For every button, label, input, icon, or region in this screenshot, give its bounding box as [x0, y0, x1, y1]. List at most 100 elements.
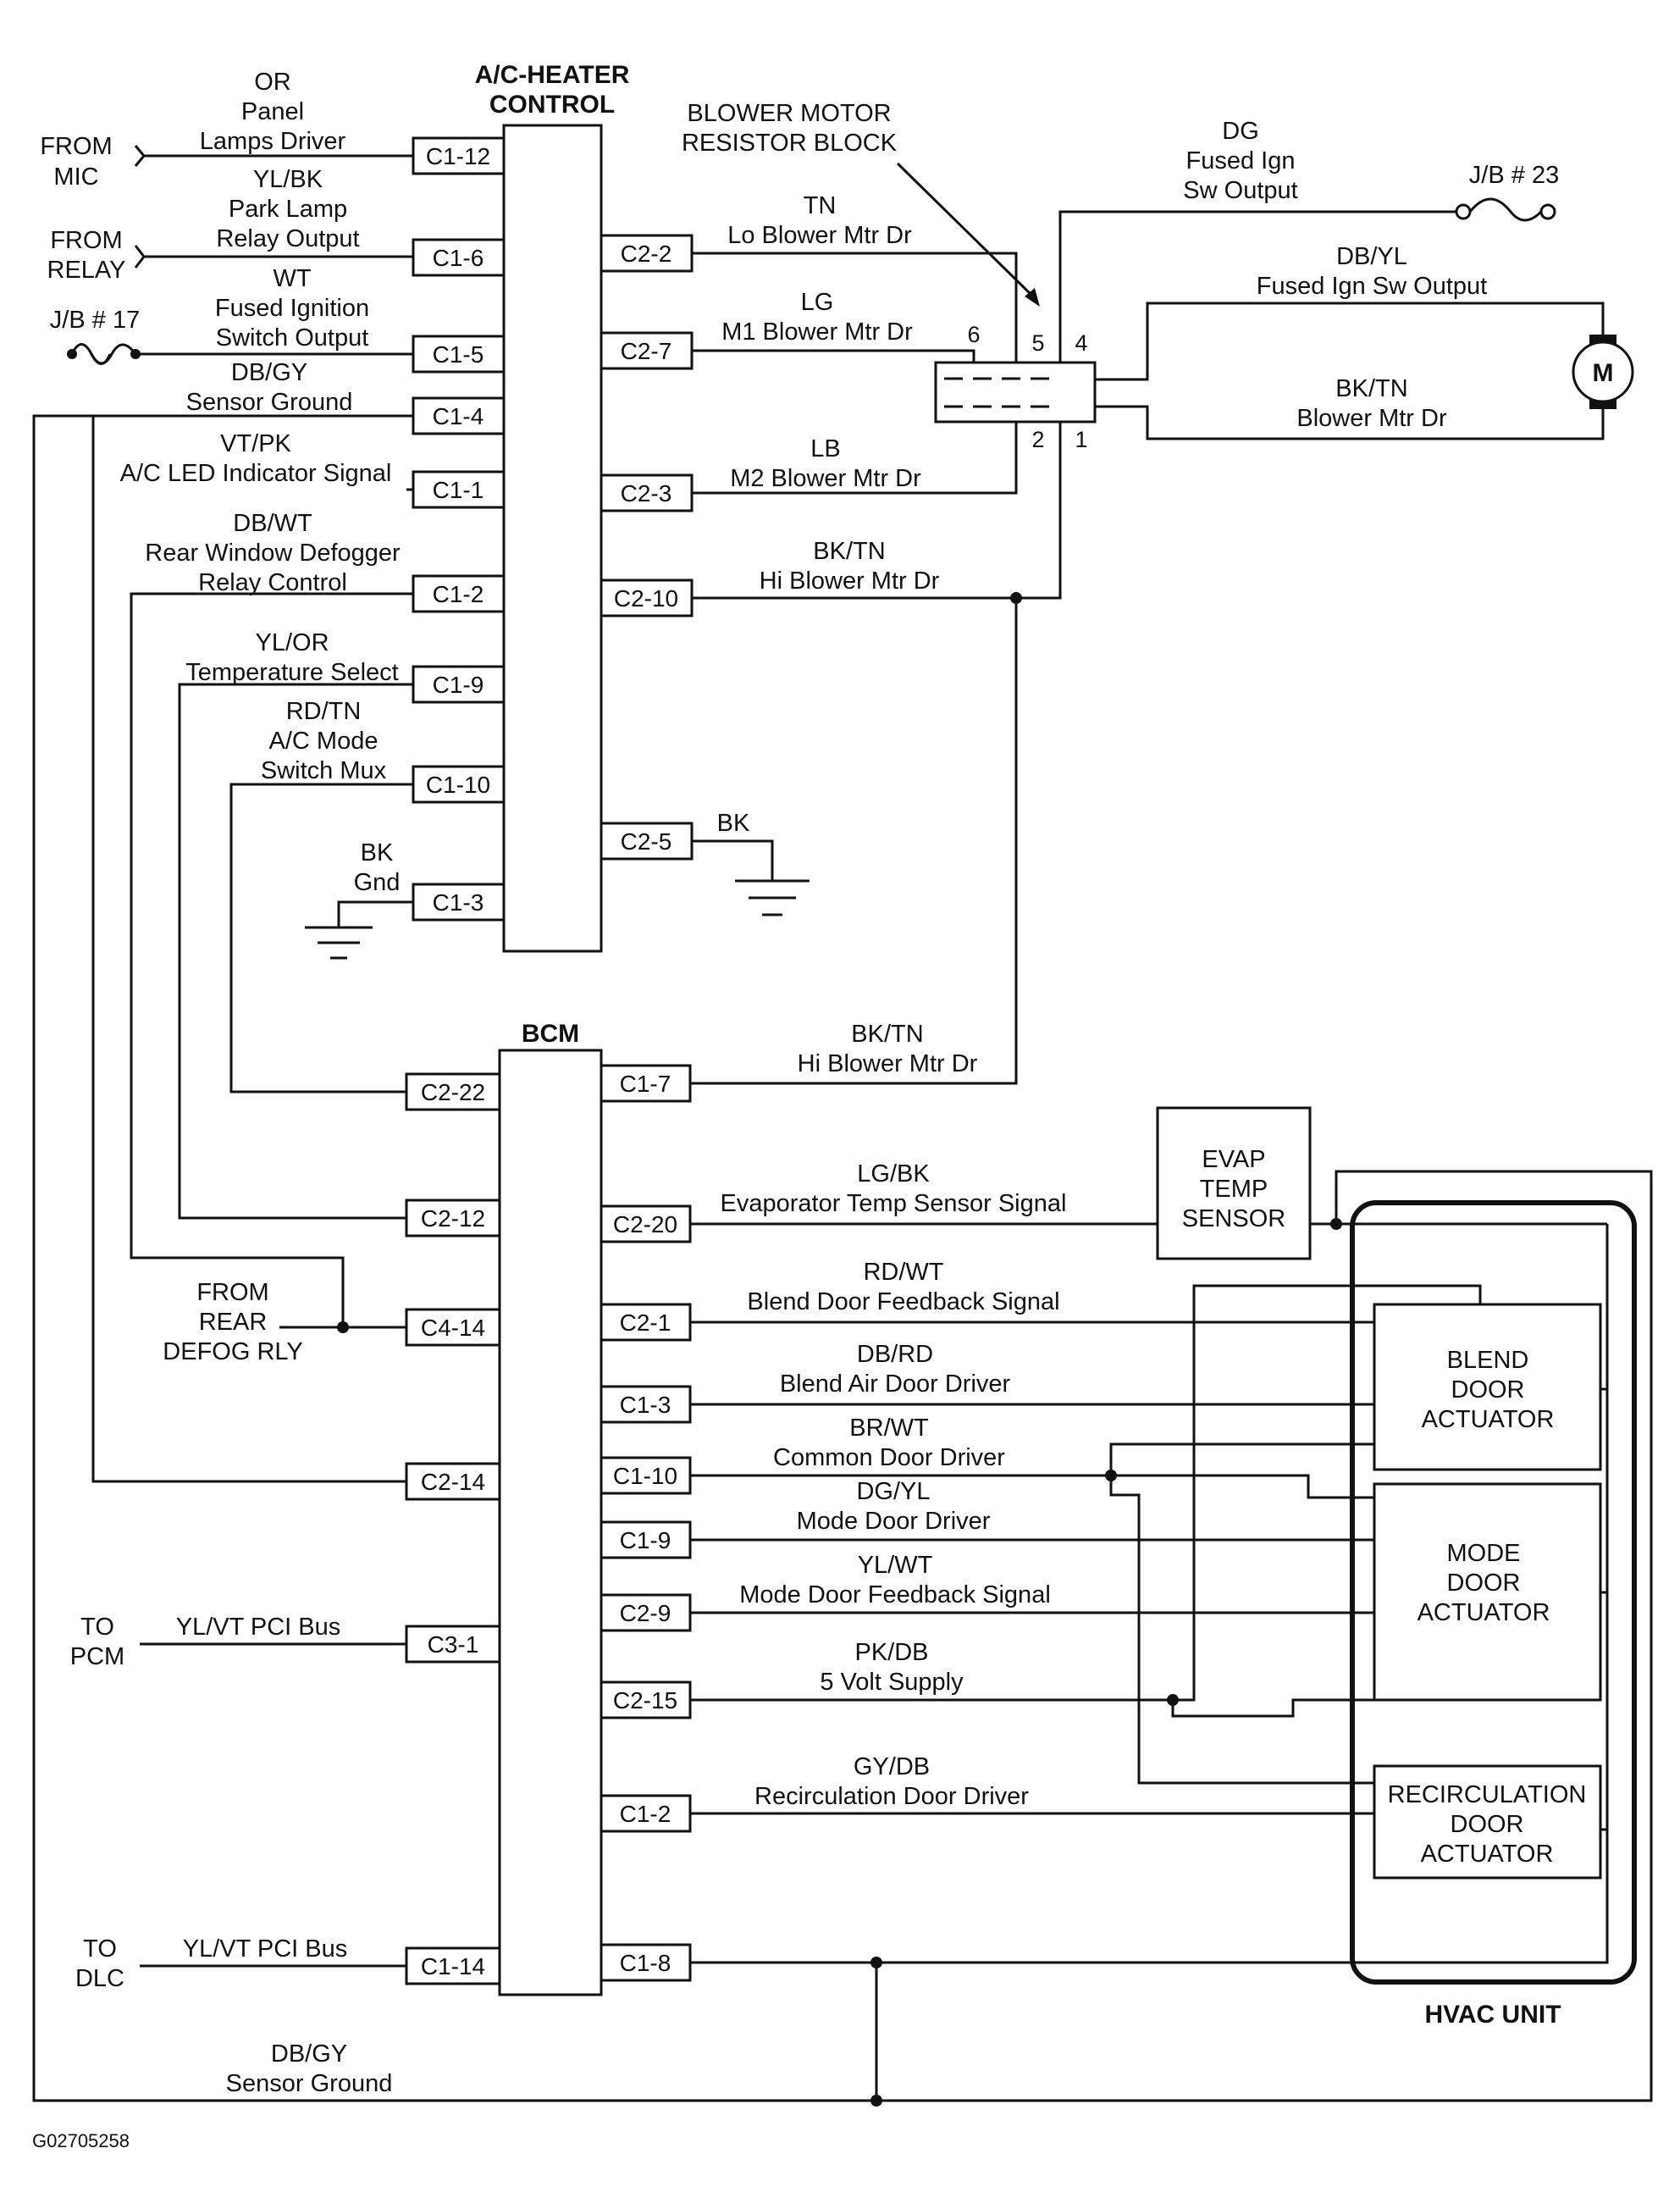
- wire-c1-6-color: YL/BK: [253, 166, 323, 193]
- resistor-pin-5: 5: [1031, 330, 1044, 356]
- pin-c2-3: C2-3: [621, 480, 672, 507]
- from-relay-line1: FROM: [50, 227, 122, 254]
- pin-c2-10: C2-10: [614, 585, 678, 612]
- wire-bcm-c1-9-color: DG/YL: [856, 1478, 930, 1505]
- wire-bcm-c1-3-desc: Blend Air Door Driver: [780, 1370, 1011, 1398]
- wire-c1-2-desc2: Relay Control: [198, 569, 347, 596]
- resistor-title-line1: BLOWER MOTOR: [687, 100, 891, 127]
- wire-pci-dlc: YL/VT PCI Bus: [183, 1935, 348, 1963]
- from-mic-line1: FROM: [40, 133, 112, 160]
- wire-bcm-c2-1-color: RD/WT: [863, 1259, 943, 1286]
- to-pcm-line2: PCM: [70, 1643, 124, 1670]
- jb17-label: J/B # 17: [50, 307, 140, 334]
- recirc-line2: DOOR: [1451, 1811, 1524, 1838]
- wire-c2-10-color: BK/TN: [813, 538, 885, 565]
- bcm-left-pin-group: C2-22 C2-12 C4-14 C2-14 C3-1 C1-14: [405, 1072, 501, 1985]
- wire-bcm-c1-9-desc: Mode Door Driver: [797, 1508, 991, 1535]
- wire-c1-1-desc: A/C LED Indicator Signal: [120, 460, 392, 487]
- resistor-pin-2: 2: [1031, 427, 1044, 452]
- pin-bcm-c2-1: C2-1: [620, 1309, 671, 1336]
- from-rear-line2: REAR: [199, 1309, 268, 1336]
- resistor-title-line2: RESISTOR BLOCK: [682, 130, 898, 157]
- pin-c1-1: C1-1: [433, 477, 484, 503]
- blend-line2: DOOR: [1451, 1376, 1525, 1404]
- pin-c1-5: C1-5: [433, 341, 484, 368]
- ac-heater-title-line1: A/C-HEATER: [475, 61, 630, 89]
- wire-c1-12-desc1: Panel: [241, 98, 304, 125]
- wire-c1-3-color: BK: [361, 839, 394, 866]
- wire-dg-desc1: Fused Ign: [1186, 147, 1296, 174]
- wire-bcm-c1-3-color: DB/RD: [857, 1341, 933, 1368]
- resistor-pin-4: 4: [1075, 330, 1087, 356]
- wire-c1-4-color: DB/GY: [231, 359, 307, 386]
- ac-heater-title-line2: CONTROL: [489, 91, 615, 119]
- wire-c1-10-desc2: Switch Mux: [261, 757, 387, 784]
- wire-c2-3-desc: M2 Blower Mtr Dr: [730, 465, 921, 492]
- wire-c1-9-desc: Temperature Select: [185, 659, 398, 686]
- wire-c1-4-desc: Sensor Ground: [186, 389, 353, 416]
- wire-pci-pcm: YL/VT PCI Bus: [176, 1614, 341, 1641]
- pin-bcm-c1-7: C1-7: [620, 1071, 671, 1097]
- to-dlc-line2: DLC: [75, 1965, 124, 1992]
- figure-code: G02705258: [32, 2130, 130, 2151]
- wire-c1-9-color: YL/OR: [255, 629, 329, 656]
- wire-c1-5-desc2: Switch Output: [216, 324, 369, 352]
- pin-c3-1: C3-1: [428, 1631, 479, 1658]
- recirc-line3: ACTUATOR: [1421, 1841, 1554, 1868]
- pin-c1-2: C1-2: [433, 581, 484, 607]
- pin-bcm-c2-15: C2-15: [613, 1687, 677, 1714]
- evap-temp-sensor: EVAP TEMP SENSOR: [690, 1106, 1607, 1260]
- pin-c1-10: C1-10: [426, 772, 490, 798]
- pin-c4-14: C4-14: [421, 1315, 485, 1341]
- recirc-line1: RECIRCULATION: [1388, 1781, 1587, 1808]
- wire-c1-2-color: DB/WT: [233, 510, 312, 537]
- pin-bcm-c1-10: C1-10: [613, 1463, 677, 1489]
- wire-bcm-c2-20-color: LG/BK: [857, 1160, 930, 1188]
- blend-line3: ACTUATOR: [1422, 1406, 1555, 1433]
- pin-c2-7: C2-7: [621, 338, 672, 364]
- wire-bcm-c2-20-desc: Evaporator Temp Sensor Signal: [721, 1190, 1067, 1217]
- wire-bktn-motor-desc: Blower Mtr Dr: [1296, 405, 1447, 432]
- wire-bcm-c2-15-desc: 5 Volt Supply: [820, 1669, 964, 1696]
- wire-c1-5-color: WT: [273, 265, 311, 292]
- evap-line1: EVAP: [1202, 1146, 1265, 1173]
- wire-bcm-c1-7-color: BK/TN: [851, 1021, 923, 1048]
- wire-bcm-c1-10-desc: Common Door Driver: [773, 1444, 1005, 1471]
- wire-bcm-c2-9-color: YL/WT: [858, 1552, 933, 1579]
- wire-bcm-c1-10-color: BR/WT: [849, 1415, 929, 1442]
- resistor-pin-1: 1: [1075, 427, 1087, 452]
- pin-c1-12: C1-12: [426, 143, 490, 169]
- pin-bcm-c1-2: C1-2: [620, 1801, 671, 1827]
- wire-c1-12-color: OR: [254, 69, 291, 96]
- wire-c2-2-desc: Lo Blower Mtr Dr: [727, 222, 912, 249]
- mode-line2: DOOR: [1447, 1570, 1521, 1597]
- wire-c1-5-desc1: Fused Ignition: [215, 295, 369, 322]
- blower-resistor-block: BLOWER MOTOR RESISTOR BLOCK 6 5 4 2 1: [682, 100, 1097, 452]
- blower-motor-circuit: J/B # 23 DG Fused Ign Sw Output DB/YL Fu…: [1058, 118, 1634, 440]
- wire-c2-7-color: LG: [801, 289, 834, 316]
- pin-c2-14: C2-14: [421, 1469, 485, 1495]
- from-relay-line2: RELAY: [47, 257, 126, 284]
- wire-bcm-c2-9-desc: Mode Door Feedback Signal: [739, 1581, 1051, 1608]
- ac-heater-control-module: A/C-HEATER CONTROL: [475, 61, 630, 953]
- wire-c1-10-desc1: A/C Mode: [269, 728, 379, 755]
- bcm-module: BCM: [498, 1020, 603, 1996]
- to-dlc-line1: TO: [83, 1935, 117, 1963]
- pin-c1-9: C1-9: [433, 672, 484, 698]
- wire-c1-1-color: VT/PK: [220, 430, 291, 457]
- pin-c1-6: C1-6: [433, 245, 484, 271]
- wire-c1-3-desc: Gnd: [354, 869, 401, 896]
- wire-bcm-c1-2-desc: Recirculation Door Driver: [754, 1783, 1029, 1810]
- pin-c2-12: C2-12: [421, 1205, 485, 1232]
- wire-c2-7-desc: M1 Blower Mtr Dr: [721, 318, 913, 346]
- wire-bktn-motor-color: BK/TN: [1335, 375, 1407, 402]
- pin-c1-4: C1-4: [433, 403, 484, 429]
- wire-c1-12-desc2: Lamps Driver: [200, 128, 346, 155]
- wire-c1-6-desc2: Relay Output: [216, 225, 359, 252]
- pin-bcm-c1-3: C1-3: [620, 1392, 671, 1418]
- bcm-title: BCM: [522, 1020, 579, 1048]
- pin-c2-2: C2-2: [621, 241, 672, 267]
- jb23-label: J/B # 23: [1469, 162, 1559, 189]
- wire-c2-2-color: TN: [804, 192, 837, 219]
- bcm-right-wires: RD/WT Blend Door Feedback Signal LG/BK E…: [690, 1021, 1482, 2107]
